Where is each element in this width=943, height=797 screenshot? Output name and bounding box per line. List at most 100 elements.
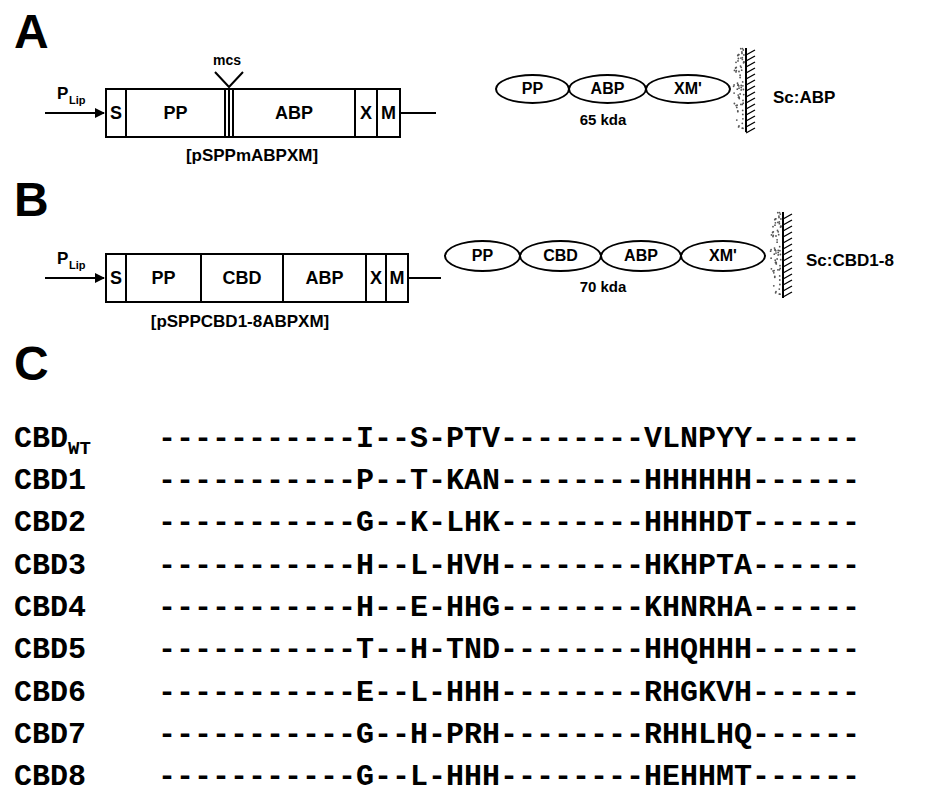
stipple-dot (733, 85, 735, 87)
stipple-dot (779, 293, 781, 295)
stipple-dot (741, 122, 743, 124)
stipple-dot (737, 111, 739, 113)
protein-domain: XM' (645, 74, 731, 104)
cell-wall-hatch (746, 50, 755, 133)
panel-letter: A (14, 8, 49, 56)
dna-line (408, 277, 441, 279)
plasmid-name: [pSPPCBD1-8ABPXM] (151, 313, 330, 330)
sequence: -----------E--L-HHH--------RHGKVH------ (158, 678, 860, 708)
hatch-stroke (746, 92, 755, 97)
stipple-dot (735, 61, 737, 63)
stipple-dot (740, 57, 742, 59)
hatch-stroke (746, 128, 755, 133)
sequence: -----------H--L-HVH--------HKHPTA------ (158, 551, 860, 581)
stipple-dot (733, 92, 735, 94)
stipple-dot (779, 265, 781, 267)
stipple-dot (734, 103, 736, 105)
gene-segment: M (376, 88, 401, 138)
promoter-arrow (45, 112, 104, 114)
stipple-dot (775, 262, 777, 264)
promoter-name: P (57, 250, 68, 267)
stipple-dot (775, 235, 777, 237)
hatch-stroke (746, 50, 755, 55)
hatch-stroke (746, 56, 755, 61)
domain-label: S (110, 104, 122, 122)
stipple-dot (741, 69, 743, 71)
stipple-dot (775, 262, 777, 264)
hatch-stroke (783, 244, 792, 249)
domain-label: PP (472, 248, 493, 264)
domain-label: M (390, 269, 405, 287)
stipple-dot (738, 85, 740, 87)
hatch-stroke (746, 110, 755, 115)
hatch-stroke (746, 62, 755, 67)
stipple-dot (735, 67, 737, 69)
strain-name: Sc:CBD1-8 (806, 252, 894, 269)
hatch-stroke (783, 274, 792, 279)
protein-domain: ABP (568, 74, 647, 104)
stipple-dot (780, 226, 782, 228)
stipple-dot (777, 252, 779, 254)
stipple-dot (776, 241, 778, 243)
stipple-dot (738, 87, 740, 89)
row-name: CBD (14, 424, 68, 454)
domain-label: M (381, 104, 396, 122)
stipple-dot (776, 258, 778, 260)
stipple-dot (741, 53, 743, 55)
sequence: -----------G--H-PRH--------RHHLHQ------ (158, 720, 860, 750)
stipple-dot (776, 239, 778, 241)
stipple-dot (742, 110, 744, 112)
stipple-dot (742, 118, 744, 120)
promoter-arrow (45, 277, 104, 279)
stipple-dot (742, 127, 744, 129)
domain-label: XM' (709, 248, 737, 264)
domain-label: ABP (624, 248, 658, 264)
gene-segment: X (365, 253, 387, 303)
stipple-dot (780, 226, 782, 228)
plasmid-name: [pSPPmABPXM] (186, 147, 318, 164)
stipple-dot (742, 59, 744, 61)
hatch-stroke (746, 86, 755, 91)
stipple-dot (738, 58, 740, 60)
stipple-dot (777, 231, 779, 233)
domain-label: CBD (543, 248, 578, 264)
stipple-dot (774, 249, 776, 251)
stipple-dot (736, 119, 738, 121)
domain-label: PP (163, 104, 187, 122)
hatch-stroke (783, 232, 792, 237)
stipple-dot (773, 285, 775, 287)
stipple-dot (738, 54, 740, 56)
stipple-dot (775, 218, 777, 220)
stipple-dot (736, 88, 738, 90)
cell-wall-hatch (783, 214, 792, 297)
stipple-dot (738, 71, 740, 73)
stipple-dot (739, 93, 741, 95)
stipple-dot (770, 257, 772, 259)
stipple-dot (743, 94, 745, 96)
sequence: -----------T--H-TND--------HHQHHH------ (158, 635, 860, 665)
row-name: CBD7 (14, 720, 86, 750)
stipple-dot (773, 272, 775, 274)
stipple-dot (777, 254, 779, 256)
stipple-dot (778, 293, 780, 295)
gene-segment: M (385, 253, 409, 303)
stipple-dot (738, 126, 740, 128)
molecular-weight: 70 kda (580, 279, 627, 294)
stipple-dot (771, 234, 773, 236)
row-name: CBD8 (14, 762, 86, 792)
mcs-site (228, 89, 230, 137)
stipple-dot (780, 218, 782, 220)
stipple-dot (737, 84, 739, 86)
stipple-dot (742, 114, 744, 116)
protein-domain: CBD (519, 240, 602, 272)
domain-label: PP (151, 269, 175, 287)
stipple-dot (739, 77, 741, 79)
gene-segment: S (105, 88, 127, 138)
stipple-dot (742, 49, 744, 51)
hatch-stroke (783, 256, 792, 261)
dna-line (400, 112, 436, 114)
row-name: CBD2 (14, 508, 86, 538)
stipple-dot (734, 70, 736, 72)
stipple-dot (772, 231, 774, 233)
